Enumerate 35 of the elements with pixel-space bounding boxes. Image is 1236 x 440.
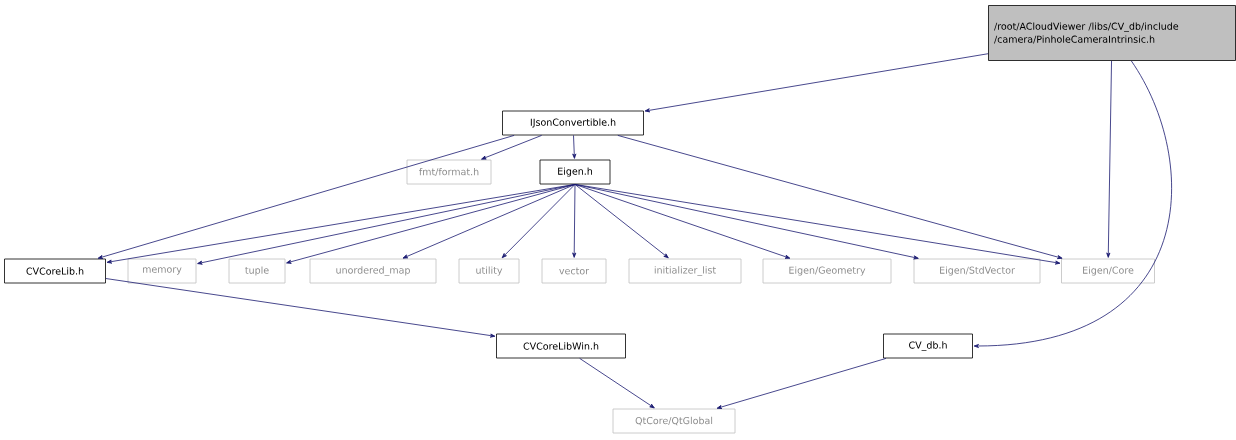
arrow (574, 184, 919, 260)
arrow (574, 184, 791, 259)
arrow (286, 184, 576, 264)
arrow (574, 184, 669, 259)
file-box: memory (127, 258, 197, 284)
file-box: fmt/format.h (406, 159, 492, 185)
arrow (105, 278, 496, 338)
arrow (716, 358, 887, 409)
arrow (973, 60, 1172, 348)
file-box: QtCore/QtGlobal (612, 408, 736, 434)
file-box: unordered_map (309, 258, 437, 284)
arrow (1106, 60, 1112, 258)
arrow (574, 184, 1061, 265)
file-box: Eigen.h (539, 159, 611, 185)
file-box: initializer_list (628, 258, 742, 284)
file-box: utility (458, 258, 520, 284)
file-box: Eigen/Core (1061, 258, 1155, 284)
arrow (572, 184, 577, 258)
file-box: /root/ACloudViewer /libs/CV_db/include /camera/PinholeCameraIntrinsic.h (988, 5, 1236, 61)
arrow (481, 135, 543, 160)
arrow (402, 184, 576, 259)
file-box: tuple (228, 258, 286, 284)
arrow (617, 135, 1063, 260)
file-box: Eigen/StdVector (913, 258, 1041, 284)
arrow (572, 135, 577, 159)
arrow (579, 358, 655, 409)
arrow (644, 53, 989, 113)
file-box: CVCoreLib.h (4, 258, 106, 284)
file-box: IJsonConvertible.h (502, 110, 644, 136)
arrow (97, 135, 515, 259)
file-box: CV_db.h (883, 333, 973, 359)
file-box: CVCoreLibWin.h (496, 333, 626, 359)
file-box: Eigen/Geometry (762, 258, 892, 284)
arrow (501, 184, 576, 259)
file-box: vector (541, 258, 607, 284)
